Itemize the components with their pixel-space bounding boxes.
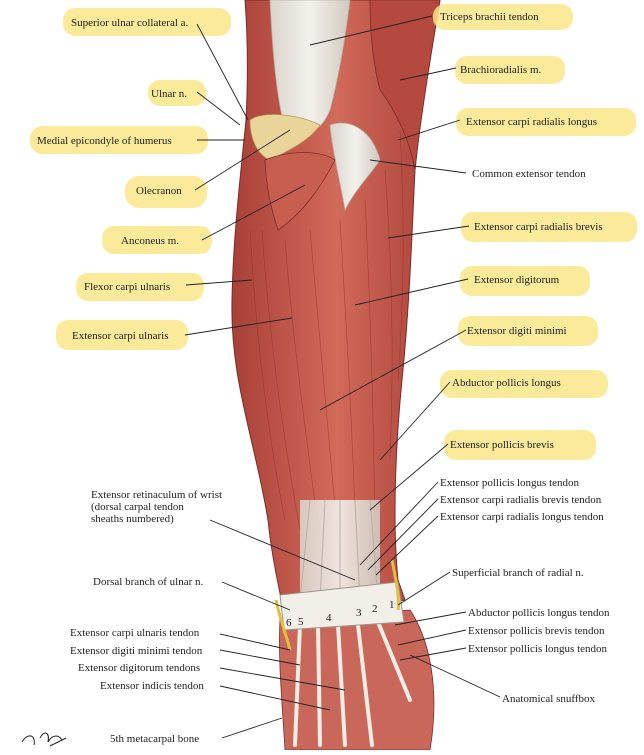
extensor-retinaculum-band: [279, 581, 405, 631]
label-ecrl-tendon: Extensor carpi radialis longus tendon: [440, 511, 604, 523]
label-epl-tendon: Extensor pollicis longus tendon: [440, 477, 580, 489]
label-olecranon: Olecranon: [136, 185, 182, 197]
label-ecu-tendon: Extensor carpi ulnaris tendon: [70, 627, 200, 639]
muscle-fibres: [249, 129, 404, 541]
compartment-3: 3: [356, 607, 362, 619]
compartment-2: 2: [372, 603, 378, 615]
labels-left: Superior ulnar collateral a. Ulnar n. Me…: [37, 17, 222, 745]
label-ed-tendons: Extensor digitorum tendons: [78, 662, 200, 674]
label-fifth-metacarpal: 5th metacarpal bone: [110, 733, 199, 745]
olecranon-shape: [249, 114, 321, 161]
label-extensor-retinaculum-line2: (dorsal carpal tendon: [91, 501, 184, 513]
label-ecrl: Extensor carpi radialis longus: [466, 116, 597, 128]
label-superior-ulnar-collateral: Superior ulnar collateral a.: [71, 17, 189, 29]
highlight-marks: [30, 4, 637, 460]
label-ecrb-tendon: Extensor carpi radialis brevis tendon: [440, 494, 602, 506]
label-triceps-tendon: Triceps brachii tendon: [440, 11, 539, 23]
compartment-1: 1: [389, 599, 395, 611]
label-epb-tendon: Extensor pollicis brevis tendon: [468, 625, 605, 637]
common-extensor-shape: [329, 122, 381, 212]
radial-nerve-branch: [390, 559, 400, 611]
label-brachioradialis: Brachioradialis m.: [460, 64, 542, 76]
compartment-6: 6: [286, 617, 292, 629]
labels-right: Triceps brachii tendon Brachioradialis m…: [440, 11, 610, 705]
label-dorsal-branch-ulnar: Dorsal branch of ulnar n.: [93, 576, 204, 588]
label-superficial-radial: Superficial branch of radial n.: [452, 567, 584, 579]
label-extensor-digitorum: Extensor digitorum: [474, 274, 560, 286]
compartment-4: 4: [326, 612, 332, 624]
label-extensor-digiti-minimi: Extensor digiti minimi: [467, 325, 567, 337]
label-extensor-retinaculum-line1: Extensor retinaculum of wrist: [91, 489, 222, 501]
label-anconeus: Anconeus m.: [121, 235, 179, 247]
label-anatomical-snuffbox: Anatomical snuffbox: [502, 693, 595, 705]
compartment-5: 5: [298, 616, 304, 628]
label-epl-tendon-2: Extensor pollicis longus tendon: [468, 643, 608, 655]
label-edm-tendon: Extensor digiti minimi tendon: [70, 645, 203, 657]
leader-lines: [184, 15, 501, 739]
label-medial-epicondyle: Medial epicondyle of humerus: [37, 135, 172, 147]
label-common-extensor-tendon: Common extensor tendon: [472, 168, 586, 180]
label-extensor-carpi-ulnaris: Extensor carpi ulnaris: [72, 330, 169, 342]
anconeus-shape: [264, 152, 336, 231]
brachioradialis-shape: [369, 0, 441, 171]
compartment-numbers: 6 5 4 3 2 1: [286, 599, 395, 629]
distal-tendons: [299, 499, 380, 601]
label-ulnar-nerve: Ulnar n.: [151, 88, 187, 100]
label-ei-tendon: Extensor indicis tendon: [100, 680, 204, 692]
netter-signature: [21, 732, 67, 747]
label-apl: Abductor pollicis longus: [452, 377, 561, 389]
label-flexor-carpi-ulnaris: Flexor carpi ulnaris: [84, 281, 170, 293]
label-epb: Extensor pollicis brevis: [450, 439, 554, 451]
forearm-drawing: 6 5 4 3 2 1: [231, 0, 441, 751]
label-ecrb: Extensor carpi radialis brevis: [474, 221, 603, 233]
label-extensor-retinaculum-line3: sheaths numbered): [91, 513, 174, 525]
label-apl-tendon: Abductor pollicis longus tendon: [468, 607, 610, 619]
